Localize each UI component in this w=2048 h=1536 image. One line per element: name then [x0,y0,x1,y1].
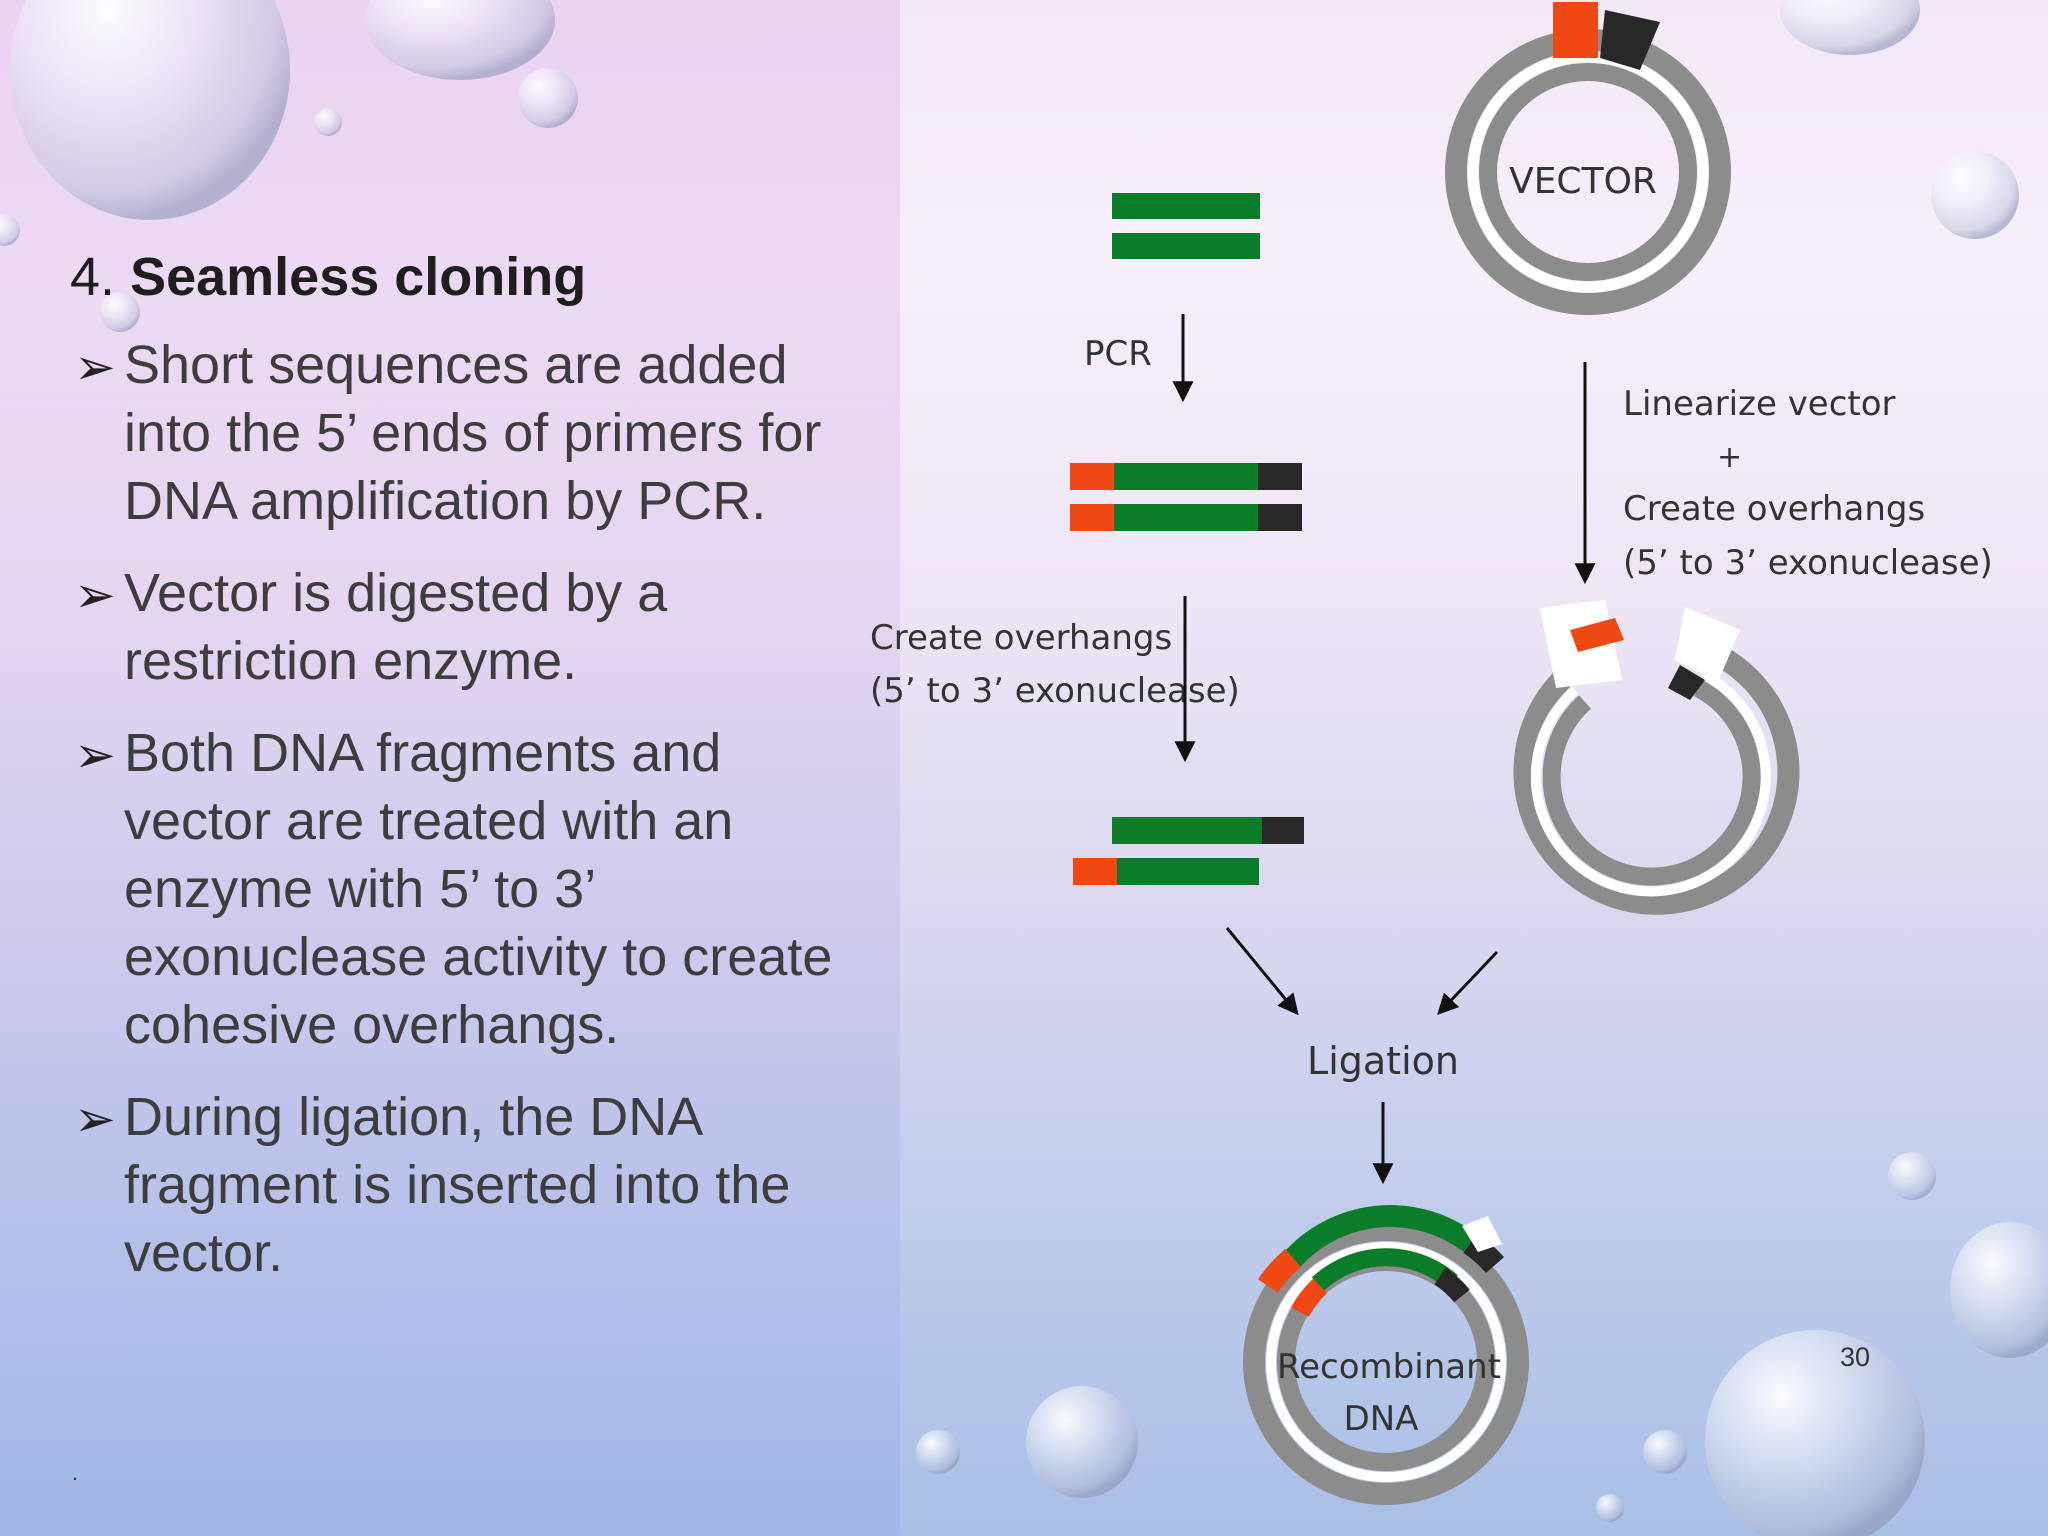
droplet [1643,1430,1687,1474]
footer-dot: . [72,1460,79,1485]
linearize-label-line3: (5’ to 3’ exonuclease) [1623,543,1993,583]
pcr-label: PCR [1084,334,1152,374]
overhang-label-line2: (5’ to 3’ exonuclease) [870,671,1240,711]
bullet-arrow-icon: ➢ [74,567,116,623]
vector-to-ligation-arrow [1437,950,1499,1016]
recombinant-label-line1: Recombinant [1277,1347,1501,1387]
droplet [518,68,578,128]
droplet [916,1430,960,1474]
bullet-text: Both DNA fragments and vector are treate… [124,723,833,1055]
droplet [1026,1386,1138,1498]
insert-black-inner [1434,1267,1470,1303]
droplet [314,108,342,136]
linearized-vector [1513,600,1800,915]
insert-green-inner [1311,1248,1458,1291]
vector-plasmid: VECTOR [1445,2,1731,315]
droplet [10,0,290,220]
overhang-label-line1: Create overhangs [870,618,1172,658]
linearize-label-line2: Create overhangs [1623,489,1925,529]
droplet [1596,1494,1624,1522]
insert-black-outer [1462,1233,1504,1274]
insert-red-outer [1258,1248,1302,1293]
dna-fragment-initial [1112,193,1260,259]
recombinant-label-line2: DNA [1344,1399,1419,1439]
vector-black-site [1600,10,1660,70]
heading-number: 4. [70,247,116,307]
linearize-plus: + [1717,440,1742,475]
insert-white-gap [1462,1216,1502,1252]
ligation-label: Ligation [1307,1039,1459,1083]
background-gradient [0,0,900,1536]
droplet [1780,0,1920,55]
droplet [1931,151,2019,239]
fragment-with-overhangs [1073,817,1304,885]
recombinant-plasmid: Recombinant DNA [1243,1205,1529,1505]
droplet [1888,1152,1936,1200]
fragment-to-ligation-arrow [1225,927,1299,1016]
slide-text: 4. Seamless cloning ➢ Short sequences ar… [70,245,850,1311]
vector-red-end [1570,618,1624,652]
insert-green-outer [1281,1205,1477,1270]
droplet [100,292,140,332]
droplet [1705,1330,1925,1536]
heading-title: Seamless cloning [130,247,587,307]
page-number: 30 [1840,1342,1871,1372]
droplet [365,0,555,80]
bullet-text: Vector is digested by a restriction enzy… [124,563,668,691]
slide-heading: 4. Seamless cloning [70,245,850,309]
bullet-item: ➢ Both DNA fragments and vector are trea… [70,719,850,1059]
bullet-arrow-icon: ➢ [74,727,116,783]
droplet [0,214,20,246]
vector-red-site [1553,2,1598,58]
droplet [1950,1222,2048,1358]
pcr-product [1070,463,1302,531]
bullet-item: ➢ Vector is digested by a restriction en… [70,559,850,695]
bullet-arrow-icon: ➢ [74,1091,116,1147]
linearize-label-line1: Linearize vector [1623,384,1896,424]
bullet-item: ➢ Short sequences are added into the 5’ … [70,331,850,535]
bullet-text: During ligation, the DNA fragment is ins… [124,1087,791,1283]
bullet-text: Short sequences are added into the 5’ en… [124,335,822,531]
insert-red-inner [1291,1278,1328,1318]
vector-label: VECTOR [1509,161,1657,202]
vector-black-end [1668,665,1705,700]
overhang-gap-right [1675,607,1740,682]
bullet-item: ➢ During ligation, the DNA fragment is i… [70,1083,850,1287]
bullet-arrow-icon: ➢ [74,339,116,395]
